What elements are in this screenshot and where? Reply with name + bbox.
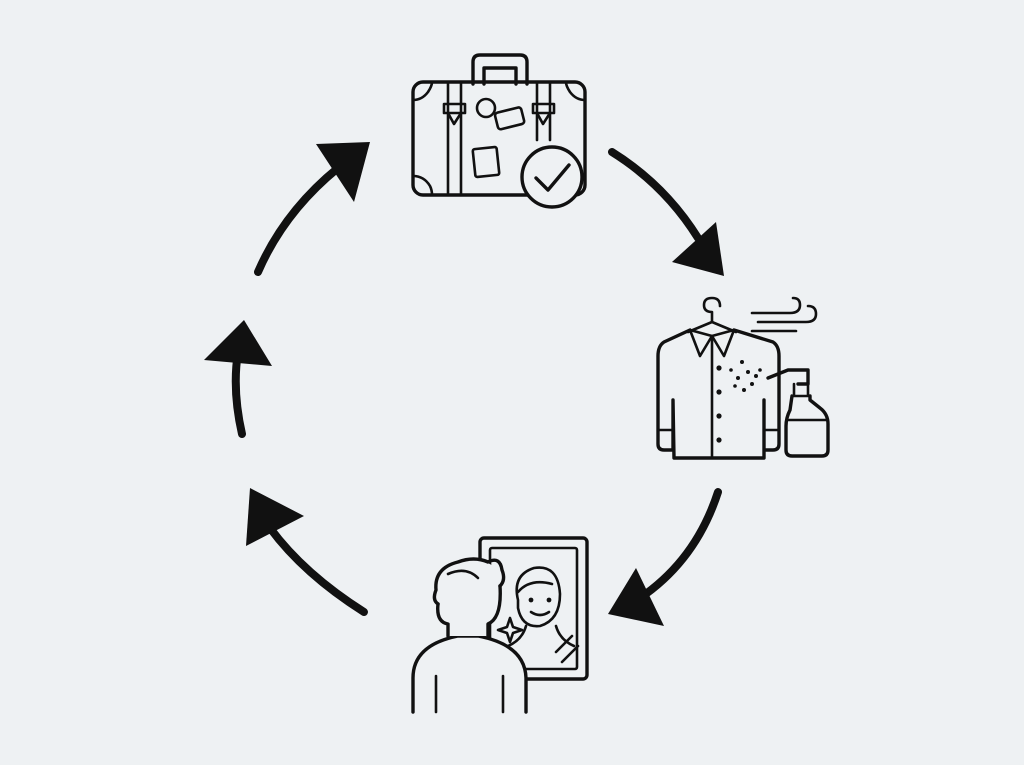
arrow-suitcase-to-shirt <box>608 148 724 276</box>
person-mirror-icon <box>411 536 589 714</box>
arrow-mirror-to-left <box>246 488 368 616</box>
shirt-spray-icon <box>656 296 830 460</box>
arrow-shirt-to-mirror <box>608 488 722 626</box>
suitcase-check-icon <box>411 53 587 209</box>
arrow-left-to-suitcase <box>254 142 370 276</box>
arrow-left-middle <box>204 320 272 438</box>
